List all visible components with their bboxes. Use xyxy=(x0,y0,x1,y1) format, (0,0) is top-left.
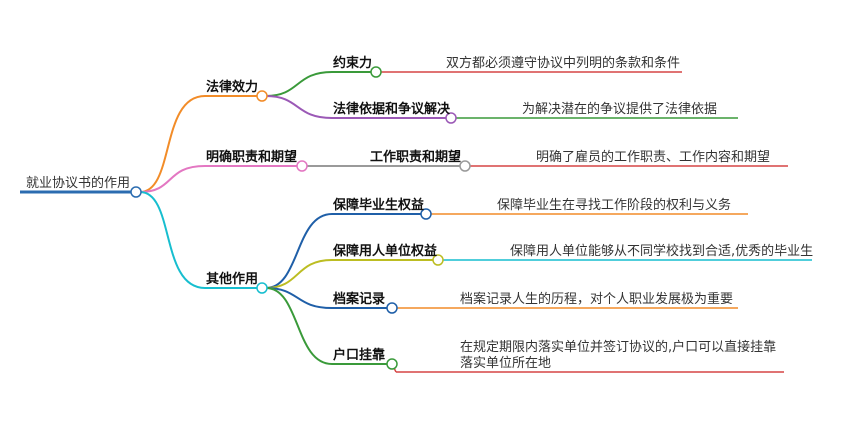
sub-node-circle-yiju[interactable] xyxy=(445,112,457,124)
leaf-text-hukou-line2: 落实单位所在地 xyxy=(460,356,552,371)
edge-qita-dangan xyxy=(265,287,333,309)
leaf-text-dangan: 档案记录人生的历程，对个人职业发展极为重要 xyxy=(460,292,734,307)
sub-label-yueshuli: 约束力 xyxy=(333,56,373,71)
branch-label-falvxiaoli: 法律效力 xyxy=(206,80,259,95)
sub-node-circle-yueshuli[interactable] xyxy=(370,66,382,78)
sub-label-yiju: 法律依据和争议解决 xyxy=(333,102,451,117)
leaf-text-zhize: 明确了雇员的工作职责、工作内容和期望 xyxy=(536,150,771,165)
leaf-text-biyesheng: 保障毕业生在寻找工作阶段的权利与义务 xyxy=(497,198,732,213)
leaf-text-hukou-line1: 在规定期限内落实单位并签订协议的,户口可以直接挂靠 xyxy=(460,340,777,355)
sub-node-circle-zhize[interactable] xyxy=(459,160,471,172)
edge-root-qita xyxy=(139,191,206,289)
sub-node-circle-hukou[interactable] xyxy=(386,358,398,370)
sub-label-zhize: 工作职责和期望 xyxy=(370,150,462,165)
branch-label-qita: 其他作用 xyxy=(206,272,259,287)
sub-node-circle-dangan[interactable] xyxy=(386,302,398,314)
sub-node-circle-biyesheng[interactable] xyxy=(420,208,432,220)
branch-node-circle-falvxiaoli[interactable] xyxy=(256,90,268,102)
edge-root-mingque xyxy=(139,165,206,193)
edge-qita-biyesheng xyxy=(265,213,333,289)
leaf-text-yiju: 为解决潜在的争议提供了法律依据 xyxy=(522,102,718,117)
sub-label-yongren: 保障用人单位权益 xyxy=(333,244,438,259)
leaf-text-yongren: 保障用人单位能够从不同学校找到合适,优秀的毕业生 xyxy=(510,244,814,259)
leaf-text-yueshuli: 双方都必须遵守协议中列明的条款和条件 xyxy=(446,56,681,71)
sub-label-biyesheng: 保障毕业生权益 xyxy=(333,198,425,213)
edge-qita-hukou xyxy=(265,287,333,365)
edge-root-falvxiaoli xyxy=(139,95,206,193)
sub-node-circle-yongren[interactable] xyxy=(432,254,444,266)
sub-label-dangan: 档案记录 xyxy=(333,292,386,307)
root-node-circle[interactable] xyxy=(130,186,142,198)
sub-label-hukou: 户口挂靠 xyxy=(333,348,386,363)
branch-node-circle-qita[interactable] xyxy=(256,282,268,294)
branch-label-mingque: 明确职责和期望 xyxy=(206,150,298,165)
edge-qita-yongren xyxy=(265,259,333,289)
branch-node-circle-mingque[interactable] xyxy=(296,160,308,172)
root-label: 就业协议书的作用 xyxy=(26,176,131,191)
edge-falvxiaoli-yiju xyxy=(265,95,333,119)
edge-falvxiaoli-yueshuli xyxy=(265,71,333,97)
